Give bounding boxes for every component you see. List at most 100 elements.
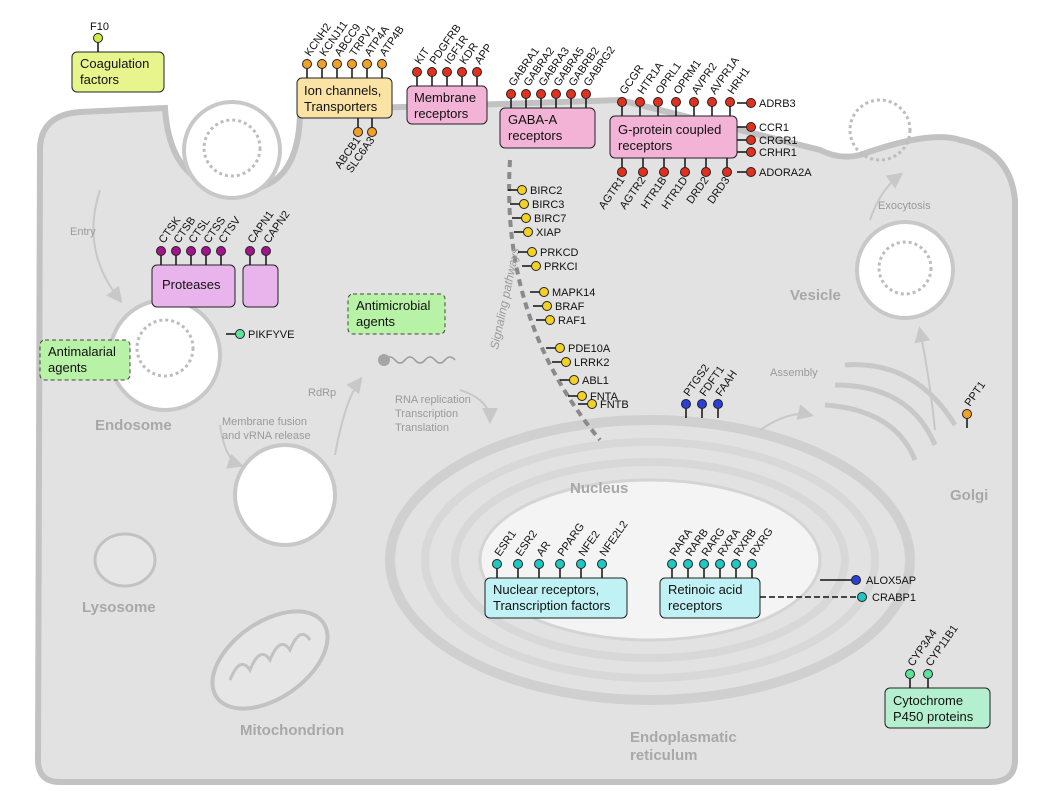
antimalarial-box: Antimalarial agents bbox=[39, 339, 131, 381]
svg-text:Coagulation: Coagulation bbox=[80, 56, 149, 71]
proteases-box: Proteases bbox=[151, 264, 279, 308]
gene-mapk14-label: MAPK14 bbox=[552, 287, 595, 299]
gene-fntb: FNTB bbox=[578, 399, 629, 411]
gene-crabp1: CRABP1 bbox=[857, 592, 916, 604]
svg-text:Transporters: Transporters bbox=[304, 99, 378, 114]
svg-text:receptors: receptors bbox=[414, 106, 469, 121]
mitochondrion-label: Mitochondrion bbox=[240, 722, 344, 739]
endosome-label: Endosome bbox=[95, 417, 172, 434]
fusion-label-2: and vRNA release bbox=[222, 430, 311, 442]
svg-text:Proteases: Proteases bbox=[162, 277, 221, 292]
gene-pikfyve: PIKFYVE bbox=[226, 329, 294, 341]
gene-fnta-label: FNTA bbox=[590, 391, 619, 403]
replication-label-1: RNA replication bbox=[395, 394, 471, 406]
gene-adora2a-label: ADORA2A bbox=[759, 167, 812, 179]
svg-text:factors: factors bbox=[80, 72, 120, 87]
svg-text:agents: agents bbox=[48, 360, 88, 375]
signaling-pathway-arc bbox=[507, 159, 602, 442]
budding-virus-entry bbox=[182, 100, 282, 200]
svg-text:P450 proteins: P450 proteins bbox=[893, 709, 974, 724]
gene-crabp1-label: CRABP1 bbox=[872, 592, 916, 604]
svg-text:Antimicrobial: Antimicrobial bbox=[356, 298, 431, 313]
gene-birc7: BIRC7 bbox=[512, 213, 566, 225]
gene-ccr1: CCR1 bbox=[737, 122, 789, 134]
svg-text:receptors: receptors bbox=[508, 128, 563, 143]
gene-braf: BRAF bbox=[533, 301, 585, 313]
gpcr-box: G-protein coupled receptors bbox=[609, 115, 738, 159]
endoplasmic-reticulum bbox=[385, 415, 915, 705]
antimicrobial-box: Antimicrobial agents bbox=[347, 293, 446, 335]
fusion-label-1: Membrane fusion bbox=[222, 416, 307, 428]
er-label-line1: Endoplasmatic bbox=[630, 729, 737, 746]
svg-text:receptors: receptors bbox=[668, 598, 723, 613]
lysosome-label: Lysosome bbox=[82, 599, 156, 616]
exocytosis-virus bbox=[848, 98, 912, 162]
gene-raf1-label: RAF1 bbox=[558, 315, 586, 327]
gene-prkcd-label: PRKCD bbox=[540, 247, 579, 259]
vesicle bbox=[855, 220, 955, 320]
retinoic-box: Retinoic acid receptors bbox=[659, 577, 761, 619]
gene-fntb-label: FNTB bbox=[600, 399, 629, 411]
gene-lrrk2: LRRK2 bbox=[552, 357, 609, 369]
svg-text:Ion channels,: Ion channels, bbox=[304, 83, 381, 98]
svg-text:Nuclear receptors,: Nuclear receptors, bbox=[493, 582, 599, 597]
exocytosis-label: Exocytosis bbox=[878, 200, 931, 212]
gene-fnta: FNTA bbox=[568, 391, 619, 403]
gene-adrb3: ADRB3 bbox=[737, 98, 796, 110]
gene-xiap: XIAP bbox=[514, 227, 561, 239]
nuclear-box: Nuclear receptors, Transcription factors bbox=[484, 577, 628, 619]
assembly-label: Assembly bbox=[770, 367, 818, 379]
er-label-line2: reticulum bbox=[630, 747, 698, 764]
svg-text:Cytochrome: Cytochrome bbox=[893, 693, 963, 708]
gene-xiap-label: XIAP bbox=[536, 227, 561, 239]
membrane-box: Membrane receptors bbox=[406, 85, 488, 125]
gene-alox5ap: ALOX5AP bbox=[851, 575, 916, 587]
gene-kit: KIT bbox=[412, 46, 432, 86]
replication-label-3: Translation bbox=[395, 422, 449, 434]
svg-text:Retinoic acid: Retinoic acid bbox=[668, 582, 742, 597]
svg-text:GABA-A: GABA-A bbox=[508, 112, 557, 127]
gene-pikfyve-label: PIKFYVE bbox=[248, 329, 294, 341]
vesicle-label: Vesicle bbox=[790, 287, 841, 304]
gene-alox5ap-label: ALOX5AP bbox=[866, 575, 916, 587]
gene-mapk14: MAPK14 bbox=[530, 287, 595, 299]
svg-text:receptors: receptors bbox=[618, 138, 673, 153]
mitochondrion bbox=[210, 609, 330, 711]
ion-box: Ion channels, Transporters bbox=[296, 77, 393, 119]
svg-text:Antimalarial: Antimalarial bbox=[48, 344, 116, 359]
lysosome bbox=[93, 532, 157, 588]
gene-adrb3-label: ADRB3 bbox=[759, 98, 796, 110]
nucleus-label: Nucleus bbox=[570, 480, 628, 497]
svg-text:Transcription factors: Transcription factors bbox=[493, 598, 611, 613]
gene-crgr1: CRGR1 bbox=[737, 135, 798, 147]
gene-birc2-label: BIRC2 bbox=[530, 185, 562, 197]
gene-crgr1-label: CRGR1 bbox=[759, 135, 798, 147]
gene-abl1-label: ABL1 bbox=[582, 375, 609, 387]
gene-prkci-label: PRKCI bbox=[544, 261, 578, 273]
gene-f10: F10 bbox=[90, 21, 109, 52]
gene-abl1: ABL1 bbox=[560, 375, 609, 387]
gene-pde10a-label: PDE10A bbox=[568, 343, 611, 355]
gene-birc2: BIRC2 bbox=[508, 185, 562, 197]
gene-lrrk2-label: LRRK2 bbox=[574, 357, 609, 369]
gene-birc3-label: BIRC3 bbox=[532, 199, 564, 211]
entry-label: Entry bbox=[70, 226, 96, 238]
svg-text:G-protein coupled: G-protein coupled bbox=[618, 122, 721, 137]
svg-text:agents: agents bbox=[356, 314, 396, 329]
replication-label-2: Transcription bbox=[395, 408, 458, 420]
gene-birc3: BIRC3 bbox=[510, 199, 564, 211]
fusion-vesicle bbox=[233, 443, 337, 547]
rna-strand bbox=[384, 356, 456, 364]
gene-f10-label: F10 bbox=[90, 21, 109, 33]
gene-crhr1-label: CRHR1 bbox=[759, 147, 797, 159]
gaba-box: GABA-A receptors bbox=[499, 107, 596, 149]
gene-raf1: RAF1 bbox=[536, 315, 586, 327]
golgi-apparatus bbox=[824, 362, 958, 461]
cyp-box: Cytochrome P450 proteins bbox=[884, 687, 991, 729]
gene-braf-label: BRAF bbox=[555, 301, 585, 313]
gene-birc7-label: BIRC7 bbox=[534, 213, 566, 225]
gene-prkcd: PRKCD bbox=[518, 247, 579, 259]
gene-adora2a: ADORA2A bbox=[737, 167, 812, 179]
rdrp-label: RdRp bbox=[308, 387, 336, 399]
